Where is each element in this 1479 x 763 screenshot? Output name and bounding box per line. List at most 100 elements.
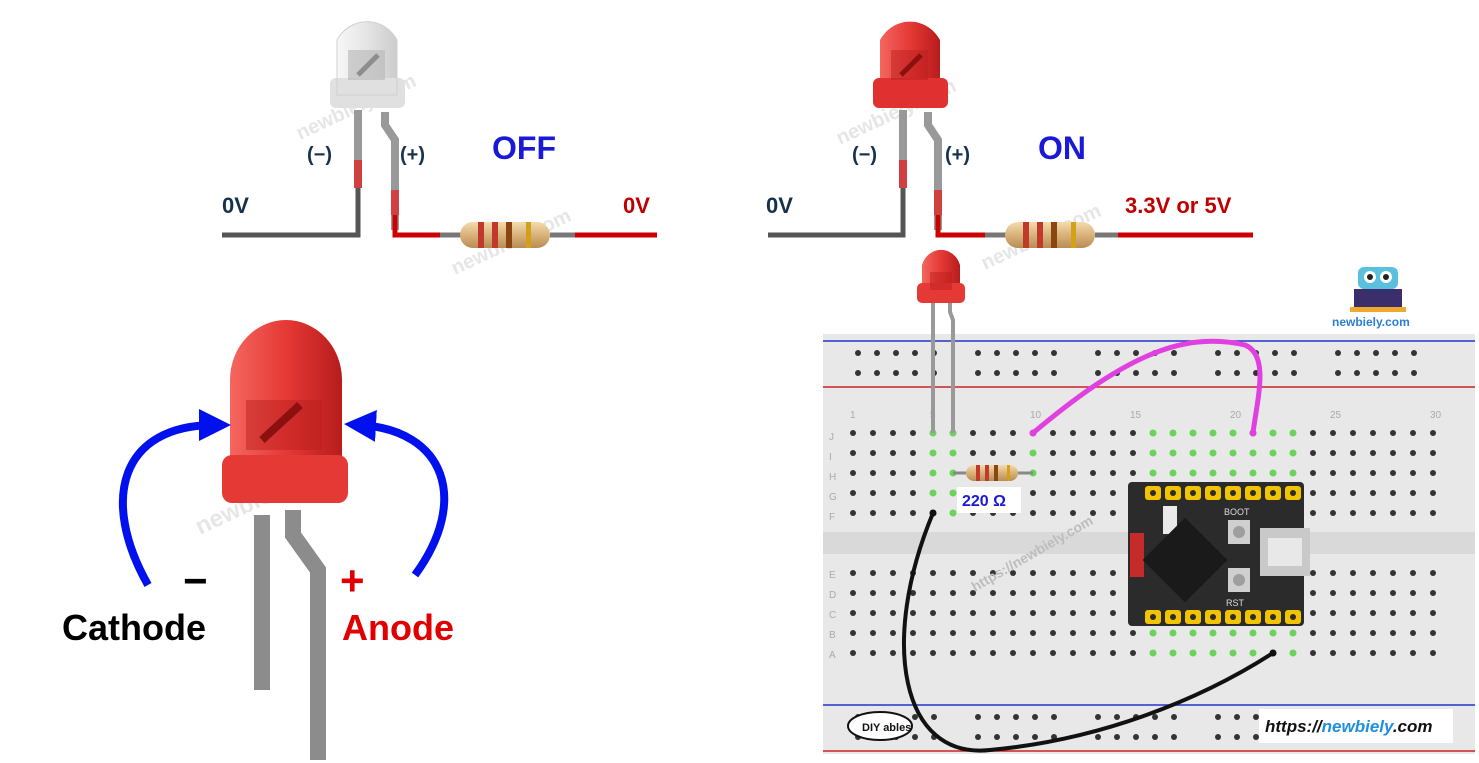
breadboard-hole [950, 590, 956, 596]
breadboard-hole [1410, 510, 1416, 516]
bb-led [922, 249, 960, 290]
breadboard-hole [850, 650, 856, 656]
breadboard-hole [1253, 734, 1259, 740]
breadboard-hole [1354, 370, 1360, 376]
off-state-label: OFF [492, 130, 556, 166]
board-pin-hole [1190, 614, 1196, 620]
breadboard-hole [1169, 449, 1177, 457]
breadboard-hole [994, 714, 1000, 720]
url-text[interactable]: https://newbiely.com [1265, 717, 1433, 736]
breadboard-hole [1030, 630, 1036, 636]
breadboard-hole [1370, 430, 1376, 436]
breadboard-hole [1330, 630, 1336, 636]
breadboard-hole [1070, 490, 1076, 496]
breadboard-hole [1410, 650, 1416, 656]
breadboard-hole [870, 490, 876, 496]
breadboard-hole [1272, 350, 1278, 356]
breadboard-hole [994, 734, 1000, 740]
breadboard-hole [1350, 630, 1356, 636]
breadboard-hole [1330, 490, 1336, 496]
ground-wire [901, 512, 1275, 753]
bb-led-anode-leg [948, 300, 955, 433]
breadboard-hole [1013, 350, 1019, 356]
breadboard-hole [850, 430, 856, 436]
breadboard-hole [1410, 450, 1416, 456]
column-number: 10 [1030, 410, 1042, 421]
breadboard-hole [1430, 450, 1436, 456]
board-pin-hole [1290, 614, 1296, 620]
breadboard-hole [994, 370, 1000, 376]
newbiely-logo: newbiely.com [1332, 267, 1410, 329]
breadboard-hole [949, 509, 957, 517]
breadboard-hole [950, 630, 956, 636]
row-label: H [829, 472, 836, 483]
breadboard-hole [1051, 370, 1057, 376]
logo-text: newbiely.com [1332, 315, 1410, 329]
breadboard-hole [1090, 630, 1096, 636]
breadboard-hole [1010, 650, 1016, 656]
breadboard-hole [1370, 570, 1376, 576]
column-number: 25 [1330, 410, 1342, 421]
breadboard-hole [970, 590, 976, 596]
off-circuit: (−) (+) OFF 0V 0V [222, 21, 657, 248]
breadboard-hole [1171, 734, 1177, 740]
breadboard-hole [1051, 350, 1057, 356]
microcontroller-board: BOOT RST [1128, 482, 1310, 626]
breadboard-hole [1070, 470, 1076, 476]
breadboard-hole [970, 650, 976, 656]
on-state-label: ON [1038, 130, 1086, 166]
breadboard-hole [1050, 610, 1056, 616]
board-pads [1145, 486, 1301, 624]
breadboard-hole [1090, 470, 1096, 476]
breadboard-hole [1029, 449, 1037, 457]
breadboard-hole [870, 450, 876, 456]
breadboard-hole [950, 650, 956, 656]
breadboard-hole [1370, 630, 1376, 636]
breadboard-hole [1310, 470, 1316, 476]
breadboard-hole [1370, 450, 1376, 456]
on-anode-sign: (+) [945, 144, 970, 166]
breadboard-hole [1390, 610, 1396, 616]
board-pin-hole [1250, 614, 1256, 620]
board-pin-hole [1250, 490, 1256, 496]
breadboard-hole [850, 610, 856, 616]
breadboard-hole [910, 650, 916, 656]
board-pin-hole [1270, 490, 1276, 496]
breadboard-hole [1130, 470, 1136, 476]
breadboard-hole [1410, 610, 1416, 616]
breadboard-hole [1249, 629, 1257, 637]
breadboard-hole [1090, 430, 1096, 436]
breadboard-hole [1050, 650, 1056, 656]
breadboard-hole [1095, 714, 1101, 720]
breadboard-hole [890, 630, 896, 636]
breadboard-hole [870, 570, 876, 576]
breadboard-hole [949, 489, 957, 497]
breadboard-hole [1209, 469, 1217, 477]
breadboard-hole [1289, 649, 1297, 657]
breadboard-hole [1149, 649, 1157, 657]
breadboard-hole [1110, 470, 1116, 476]
breadboard-hole [1130, 450, 1136, 456]
breadboard-hole [1249, 449, 1257, 457]
on-circuit: (−) (+) ON 0V 3.3V or 5V [766, 21, 1253, 248]
breadboard-hole [890, 430, 896, 436]
diyables-logo: DIY ables [847, 711, 913, 741]
off-anode-sign: (+) [400, 144, 425, 166]
breadboard-hole [1390, 450, 1396, 456]
breadboard-hole [929, 489, 937, 497]
board-pin-hole [1170, 490, 1176, 496]
breadboard-hole [1234, 734, 1240, 740]
breadboard-hole [1032, 734, 1038, 740]
column-number: 20 [1230, 410, 1242, 421]
breadboard-hole [1013, 370, 1019, 376]
breadboard-hole [912, 370, 918, 376]
breadboard-hole [1130, 650, 1136, 656]
board-pin-hole [1270, 614, 1276, 620]
wiring-diagram: newbiely.com J I H G F E D C B A 1 5 10 … [823, 249, 1475, 754]
breadboard-hole [1133, 734, 1139, 740]
breadboard-hole [910, 630, 916, 636]
breadboard-holes [850, 350, 1436, 740]
on-cathode-wire [768, 185, 906, 238]
breadboard-hole [1229, 469, 1237, 477]
breadboard-hole [1310, 590, 1316, 596]
